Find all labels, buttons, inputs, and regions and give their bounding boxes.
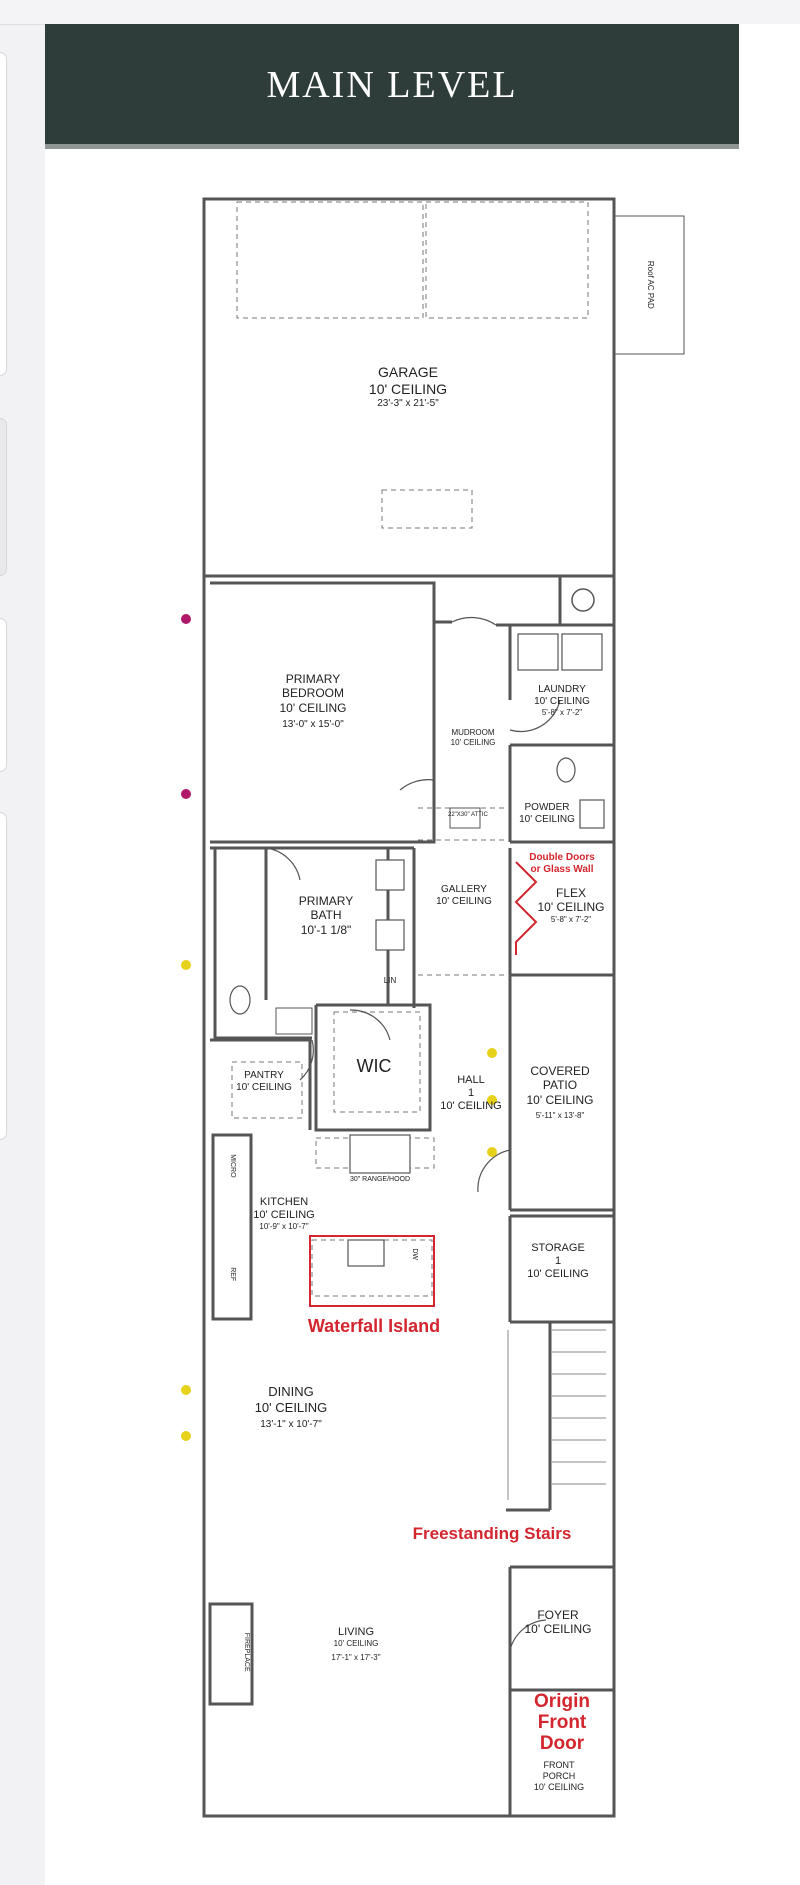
primary-bedroom-size: 13'-0" x 15'-0" — [282, 719, 344, 731]
room-laundry: LAUNDRY 10' CEILING 5'-8" x 7'-2" — [520, 684, 604, 718]
origin-line-3: Door — [539, 1732, 585, 1754]
room-front-porch: FRONT PORCH 10' CEILING — [526, 1760, 592, 1792]
storage-ceiling: 10' CEILING — [527, 1268, 589, 1281]
gallery-ceiling: 10' CEILING — [436, 896, 492, 907]
covered-patio-ceiling: 10' CEILING — [526, 1092, 594, 1107]
floor-plan-sheet — [45, 24, 800, 1885]
origin-line-1: Origin — [534, 1691, 590, 1712]
kitchen-name: KITCHEN — [259, 1196, 309, 1208]
laundry-ceiling: 10' CEILING — [534, 696, 590, 707]
storage-number: 1 — [554, 1255, 562, 1268]
room-hall: HALL 1 10' CEILING — [438, 1074, 504, 1114]
laundry-name: LAUNDRY — [538, 684, 586, 695]
room-pantry: PANTRY 10' CEILING — [226, 1070, 302, 1094]
waterfall-island-note: Waterfall Island — [307, 1316, 441, 1336]
living-size: 17'-1" x 17'-3" — [331, 1652, 381, 1662]
title-banner: MAIN LEVEL — [45, 24, 739, 144]
ref-label: REF — [229, 1267, 237, 1282]
hall-ceiling: 10' CEILING — [440, 1100, 502, 1113]
primary-bath-name-2: BATH — [310, 908, 342, 923]
powder-ceiling: 10' CEILING — [519, 814, 575, 825]
room-primary-bath: PRIMARY BATH 10'-1 1/8" — [286, 894, 366, 937]
room-covered-patio: COVERED PATIO 10' CEILING 5'-11" x 13'-8… — [522, 1064, 598, 1121]
double-doors-note: Double Doors or Glass Wall — [518, 852, 606, 876]
micro-label: MICRO — [229, 1154, 237, 1178]
flex-name: FLEX — [555, 886, 586, 900]
exterior-wall — [202, 197, 616, 1818]
room-kitchen: KITCHEN 10' CEILING 10'-9" x 10'-7" — [246, 1196, 322, 1232]
mudroom-name: MUDROOM — [451, 728, 495, 737]
foyer-name: FOYER — [537, 1608, 579, 1622]
double-doors-line-2: or Glass Wall — [530, 864, 594, 875]
room-wic: WIC — [356, 1056, 392, 1076]
double-doors-line-1: Double Doors — [529, 852, 595, 863]
origin-front-door-note: Origin Front Door — [514, 1691, 610, 1755]
garage-size: 23'-3" x 21'-5" — [377, 397, 439, 409]
marker-yellow-5 — [181, 1385, 191, 1395]
primary-bath-name-1: PRIMARY — [298, 894, 354, 908]
marker-magenta-2 — [181, 789, 191, 799]
laundry-size: 5'-8" x 7'-2" — [541, 708, 583, 717]
foyer-ceiling: 10' CEILING — [524, 1622, 592, 1637]
dining-name: DINING — [268, 1384, 314, 1399]
covered-patio-size: 5'-11" x 13'-8" — [535, 1111, 585, 1121]
pantry-name: PANTRY — [244, 1070, 284, 1081]
room-gallery: GALLERY 10' CEILING — [428, 884, 500, 908]
gallery-name: GALLERY — [441, 884, 487, 895]
room-powder: POWDER 10' CEILING — [512, 802, 582, 826]
page-title: MAIN LEVEL — [266, 64, 518, 106]
living-ceiling: 10' CEILING — [333, 1639, 379, 1649]
attic-access-label: 22"X30" ATTIC — [448, 812, 488, 818]
marker-magenta-1 — [181, 614, 191, 624]
primary-bath-size: 10'-1 1/8" — [300, 922, 352, 937]
room-foyer: FOYER 10' CEILING — [520, 1608, 596, 1637]
wall-primary-bedroom — [210, 581, 436, 844]
room-living: LIVING 10' CEILING 17'-1" x 17'-3" — [318, 1626, 394, 1662]
marker-yellow-3 — [487, 1095, 497, 1105]
freestanding-stairs-note: Freestanding Stairs — [412, 1524, 572, 1543]
primary-bedroom-name-1: PRIMARY — [285, 672, 341, 686]
hall-name: HALL — [457, 1074, 485, 1086]
linen-label: LIN — [383, 976, 397, 985]
room-dining: DINING 10' CEILING 13'-1" x 10'-7" — [246, 1384, 336, 1431]
dining-ceiling: 10' CEILING — [254, 1399, 328, 1415]
living-name: LIVING — [337, 1626, 375, 1638]
room-storage: STORAGE 1 10' CEILING — [522, 1242, 594, 1282]
flex-size: 5'-8" x 7'-2" — [550, 914, 592, 924]
storage-name: STORAGE — [531, 1242, 585, 1254]
kitchen-ceiling: 10' CEILING — [253, 1209, 315, 1222]
pantry-ceiling: 10' CEILING — [236, 1082, 292, 1093]
covered-patio-name-2: PATIO — [542, 1078, 578, 1093]
marker-yellow-6 — [181, 1431, 191, 1441]
front-porch-name-2: PORCH — [542, 1770, 576, 1781]
primary-bedroom-ceiling: 10' CEILING — [279, 700, 347, 715]
front-porch-name-1: FRONT — [543, 1760, 575, 1770]
fireplace-label: FIREPLACE — [243, 1632, 251, 1672]
mudroom-ceiling: 10' CEILING — [450, 737, 496, 747]
room-primary-bedroom: PRIMARY BEDROOM 10' CEILING 13'-0" x 15'… — [258, 672, 368, 731]
marker-yellow-4 — [487, 1147, 497, 1157]
waterfall-island-outline — [309, 1235, 435, 1307]
garage-name: GARAGE — [378, 364, 438, 380]
dw-label: DW — [411, 1248, 419, 1261]
hall-number: 1 — [467, 1087, 475, 1100]
range-label: 30" RANGE/HOOD — [349, 1176, 411, 1183]
covered-patio-name-1: COVERED — [530, 1064, 590, 1078]
marker-yellow-1 — [181, 960, 191, 970]
origin-line-2: Front — [537, 1711, 587, 1733]
room-garage: GARAGE 10' CEILING 23'-3" x 21'-5" — [338, 364, 478, 410]
room-flex: FLEX 10' CEILING 5'-8" x 7'-2" — [532, 886, 610, 924]
powder-name: POWDER — [524, 802, 570, 813]
dining-size: 13'-1" x 10'-7" — [260, 1419, 322, 1431]
kitchen-size: 10'-9" x 10'-7" — [259, 1222, 309, 1232]
front-porch-ceiling: 10' CEILING — [533, 1781, 585, 1792]
room-mudroom: MUDROOM 10' CEILING — [438, 728, 508, 747]
primary-bedroom-name-2: BEDROOM — [281, 686, 344, 701]
ac-pad-label: Roof AC PAD — [645, 260, 655, 309]
marker-yellow-2 — [487, 1048, 497, 1058]
garage-ceiling: 10' CEILING — [368, 380, 448, 397]
flex-ceiling: 10' CEILING — [537, 900, 605, 915]
